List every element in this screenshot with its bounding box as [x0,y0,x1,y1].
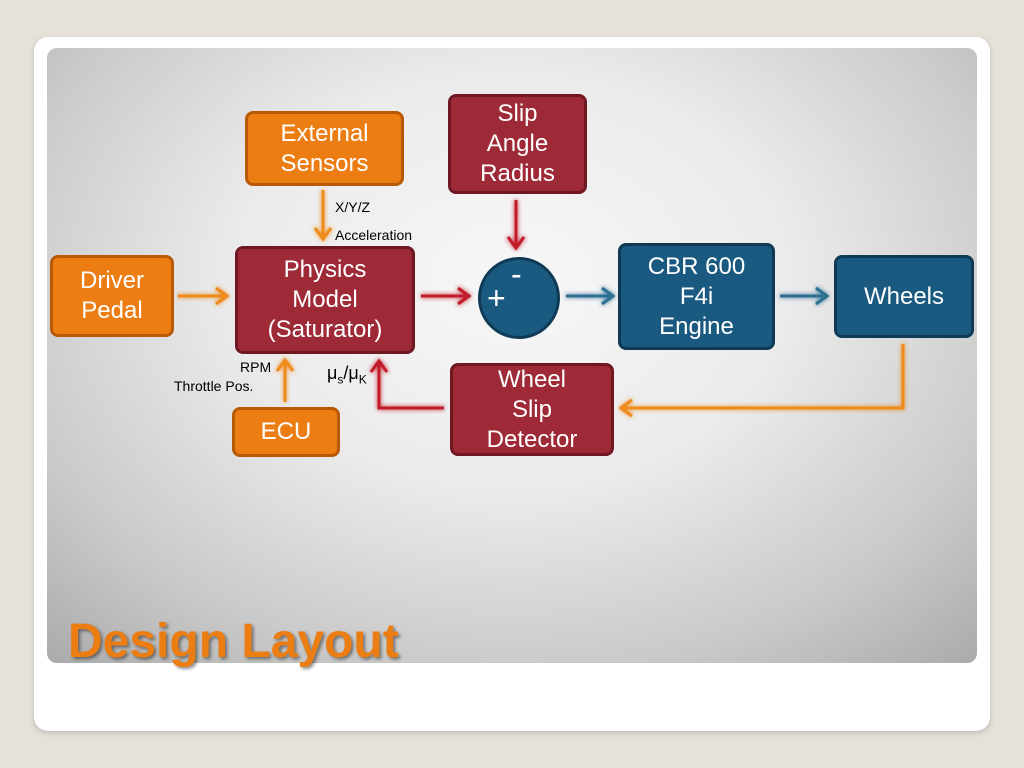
arrow-sum-to-engine [566,286,616,306]
mu-separator: /μ [343,363,359,383]
node-driver-pedal-label: Driver Pedal [80,267,144,324]
sum-plus-sign: + [487,280,506,316]
node-ecu-label: ECU [260,418,312,445]
arrow-wheels-to-detector [618,344,905,418]
node-external-sensors: External Sensors [245,111,404,186]
slide-title: Design Layout [68,615,399,668]
arrow-slip-to-sum [506,200,526,251]
arrow-detector-to-physics [369,358,444,410]
sum-minus-sign: - [511,256,522,292]
node-cbr-engine: CBR 600 F4i Engine [618,243,775,350]
arrow-engine-to-wheels [780,286,830,306]
node-slip-angle-radius-label: Slip Angle Radius [480,100,555,187]
mu-k-subscript: K [358,372,367,387]
node-physics-model-label: Physics Model (Saturator) [267,256,383,343]
node-physics-model: Physics Model (Saturator) [235,246,415,354]
label-rpm: RPM [240,359,272,375]
node-cbr-engine-label: CBR 600 F4i Engine [647,252,746,340]
node-ecu: ECU [232,407,340,457]
label-acceleration: Acceleration [335,227,413,243]
node-external-sensors-label: External Sensors [280,119,369,177]
label-xyz: X/Y/Z [335,199,371,215]
node-wheel-slip-detector-label: Wheel Slip Detector [486,365,578,453]
node-slip-angle-radius: Slip Angle Radius [448,94,587,194]
label-mu: μs/μK [327,363,367,390]
mu-symbol: μ [327,363,338,383]
mu-s-subscript: s [337,372,344,387]
node-wheel-slip-detector: Wheel Slip Detector [450,363,614,456]
arrow-physics-to-sum [421,286,472,306]
node-driver-pedal: Driver Pedal [50,255,174,337]
node-wheels-label: Wheels [863,282,945,310]
arrow-pedal-to-physics [178,286,230,306]
summing-junction: - + [478,257,560,339]
arrow-sensors-to-physics [313,190,333,242]
node-wheels: Wheels [834,255,974,338]
label-throttle: Throttle Pos. [174,378,254,394]
arrow-ecu-to-physics [275,357,295,402]
